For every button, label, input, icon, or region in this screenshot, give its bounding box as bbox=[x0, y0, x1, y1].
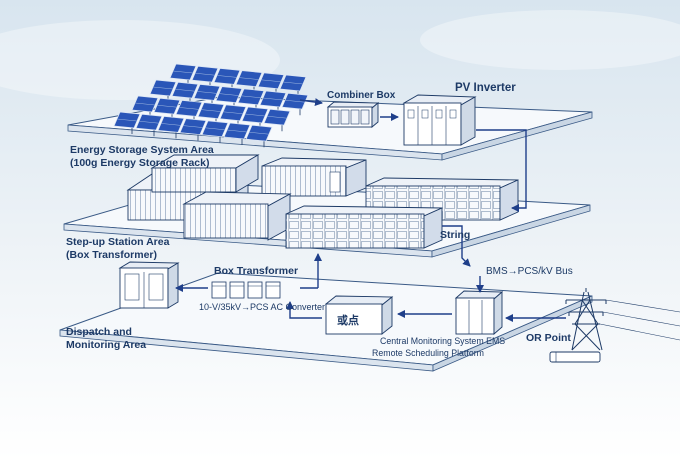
solar-panel-gridline bbox=[282, 81, 304, 85]
pv-inverter-label: PV Inverter bbox=[455, 82, 516, 94]
grid-connection-box bbox=[549, 351, 601, 363]
box-transformer-label: Box Transformer bbox=[214, 265, 298, 277]
battery-rack-row bbox=[285, 205, 443, 249]
solar-panel-gridline bbox=[160, 123, 182, 126]
cloud bbox=[420, 10, 680, 70]
step-up-area-label: Step-up Station Area bbox=[66, 236, 170, 248]
storage-container bbox=[261, 157, 367, 197]
solar-panel-gridline bbox=[156, 104, 178, 108]
platform-dispatch-side bbox=[432, 295, 593, 372]
dispatch-box-label: 或点 bbox=[337, 313, 359, 327]
solar-panel-gridline bbox=[182, 125, 204, 128]
solar-panel-array bbox=[113, 63, 309, 148]
solar-panel-gridline bbox=[178, 107, 200, 110]
energy-storage-area-sublabel: (100g Energy Storage Rack) bbox=[70, 157, 209, 169]
ems-sublabel: Remote Scheduling Platform bbox=[372, 348, 484, 358]
solar-panel-gridline bbox=[196, 91, 218, 94]
storage-container bbox=[182, 191, 292, 241]
pv-inverter-cabinet bbox=[402, 94, 477, 146]
solar-panel-gridline bbox=[200, 109, 222, 112]
solar-panel-gridline bbox=[226, 129, 248, 133]
platform-pv-side bbox=[441, 111, 593, 161]
battery-rack-row bbox=[365, 177, 519, 221]
ems-label: Central Monitoring System EMS bbox=[380, 336, 505, 346]
combiner-box bbox=[326, 101, 380, 128]
energy-storage-area-label: Energy Storage System Area bbox=[70, 144, 214, 156]
string-label: String bbox=[440, 229, 470, 241]
solar-panel-gridline bbox=[116, 118, 138, 122]
solar-panel-gridline bbox=[260, 79, 282, 83]
arrow-inverter-to-storage bbox=[476, 129, 527, 212]
arrow-string-to-bms bbox=[442, 225, 471, 267]
dispatch-control-box bbox=[324, 295, 394, 335]
solar-panel-gridline bbox=[222, 111, 244, 115]
step-up-area-sublabel: (Box Transformer) bbox=[66, 249, 157, 261]
solar-panel-gridline bbox=[172, 70, 194, 74]
storage-container bbox=[150, 154, 260, 193]
or-point-label: OR Point bbox=[526, 332, 571, 344]
combiner-box-label: Combiner Box bbox=[327, 90, 396, 101]
box-transformer-units bbox=[211, 281, 281, 299]
solar-panel-gridline bbox=[138, 120, 160, 124]
step-up-station-building bbox=[118, 261, 180, 309]
solar-panel-gridline bbox=[244, 113, 266, 117]
solar-panel-gridline bbox=[204, 127, 226, 131]
solar-panel-gridline bbox=[262, 97, 284, 101]
solar-panel-gridline bbox=[238, 77, 260, 80]
solar-panel-gridline bbox=[152, 86, 174, 90]
solar-panel-gridline bbox=[174, 88, 196, 92]
solar-panel-gridline bbox=[240, 95, 262, 99]
solar-panel-gridline bbox=[284, 99, 306, 103]
solar-panel-gridline bbox=[218, 93, 240, 96]
arrow-dispatch-to-transformer bbox=[286, 301, 322, 319]
solar-panel-gridline bbox=[216, 75, 238, 78]
ems-cabinet bbox=[454, 290, 504, 335]
solar-panel-gridline bbox=[248, 131, 270, 135]
solar-panel-gridline bbox=[266, 115, 288, 119]
pcs-converter-label: 10-V/35kV→PCS AC Converter bbox=[199, 302, 325, 312]
platform-storage-side bbox=[431, 204, 591, 258]
solar-panel-gridline bbox=[134, 102, 156, 106]
solar-panel-gridline bbox=[194, 72, 216, 76]
dispatch-area-label: Dispatch and bbox=[66, 326, 132, 338]
arrow-panels-to-combiner bbox=[299, 98, 323, 107]
dispatch-area-sublabel: Monitoring Area bbox=[66, 339, 146, 351]
bms-bus-label: BMS→PCS/kV Bus bbox=[486, 266, 573, 277]
transmission-tower bbox=[565, 288, 680, 351]
